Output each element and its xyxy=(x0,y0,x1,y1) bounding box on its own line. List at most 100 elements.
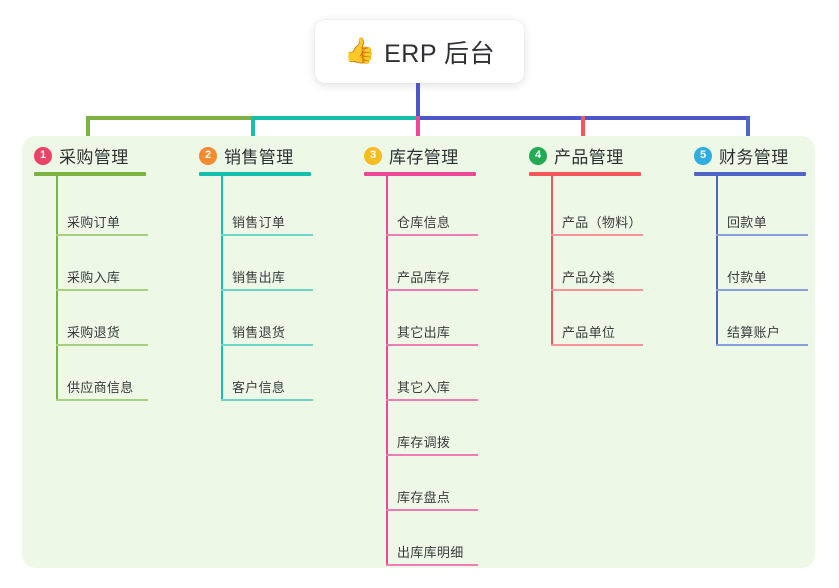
leaf-item[interactable]: 采购入库 xyxy=(56,261,148,291)
leaf-item[interactable]: 供应商信息 xyxy=(56,371,148,401)
leaf-item-rule xyxy=(56,289,148,291)
branch-title-3: 库存管理 xyxy=(389,148,459,167)
leaf-item[interactable]: 产品单位 xyxy=(551,316,643,346)
connector-segment-1 xyxy=(88,116,253,120)
branch-rule-2 xyxy=(199,172,311,176)
leaf-item-label: 供应商信息 xyxy=(67,380,134,395)
leaf-item-label: 采购退货 xyxy=(67,325,121,340)
connector-drop-4 xyxy=(581,116,585,142)
leaf-item-rule xyxy=(716,289,808,291)
leaf-item-label: 出库库明细 xyxy=(397,545,464,560)
leaf-item[interactable]: 销售出库 xyxy=(221,261,313,291)
leaf-item-rule xyxy=(386,564,478,566)
branch-column-3[interactable]: 3 库存管理仓库信息产品库存其它出库其它入库库存调拨库存盘点出库库明细 xyxy=(364,136,514,568)
leaf-item-label: 其它出库 xyxy=(397,325,451,340)
leaf-item-label: 仓库信息 xyxy=(397,215,451,230)
branch-spine-5 xyxy=(716,172,718,346)
leaf-item-rule xyxy=(386,344,478,346)
branch-rule-5 xyxy=(694,172,806,176)
leaf-item-label: 产品（物料） xyxy=(562,215,642,230)
leaf-item[interactable]: 其它出库 xyxy=(386,316,478,346)
leaf-item[interactable]: 结算账户 xyxy=(716,316,808,346)
leaf-item-rule xyxy=(386,399,478,401)
branch-header-2[interactable]: 2 销售管理 xyxy=(199,143,294,168)
branch-title-2: 销售管理 xyxy=(224,148,294,167)
leaf-item-label: 库存调拨 xyxy=(397,435,451,450)
branch-rule-3 xyxy=(364,172,476,176)
leaf-item-label: 回款单 xyxy=(727,215,767,230)
connector-drop-5 xyxy=(746,116,750,142)
leaf-item[interactable]: 采购订单 xyxy=(56,206,148,236)
leaf-item-rule xyxy=(386,234,478,236)
leaf-item[interactable]: 回款单 xyxy=(716,206,808,236)
leaf-item-label: 产品分类 xyxy=(562,270,616,285)
leaf-item-label: 销售出库 xyxy=(232,270,286,285)
leaf-item-label: 库存盘点 xyxy=(397,490,451,505)
branch-header-4[interactable]: 4 产品管理 xyxy=(529,143,624,168)
leaf-item-label: 销售订单 xyxy=(232,215,286,230)
connector-drop-1 xyxy=(86,116,90,142)
leaf-item-label: 结算账户 xyxy=(727,325,781,340)
leaf-item-label: 付款单 xyxy=(727,270,767,285)
leaf-item[interactable]: 库存调拨 xyxy=(386,426,478,456)
leaf-item[interactable]: 出库库明细 xyxy=(386,536,478,566)
connector-segment-2 xyxy=(253,116,418,120)
leaf-item-rule xyxy=(716,344,808,346)
leaf-item[interactable]: 仓库信息 xyxy=(386,206,478,236)
leaf-item[interactable]: 付款单 xyxy=(716,261,808,291)
leaf-item-rule xyxy=(56,234,148,236)
leaf-item[interactable]: 销售订单 xyxy=(221,206,313,236)
leaf-item-label: 采购入库 xyxy=(67,270,121,285)
leaf-item-label: 其它入库 xyxy=(397,380,451,395)
branch-spine-1 xyxy=(56,172,58,401)
branch-badge-1: 1 xyxy=(34,146,52,165)
leaf-item-label: 销售退货 xyxy=(232,325,286,340)
branch-badge-4: 4 xyxy=(529,146,547,165)
leaf-item-label: 产品单位 xyxy=(562,325,616,340)
leaf-item[interactable]: 客户信息 xyxy=(221,371,313,401)
leaf-item[interactable]: 采购退货 xyxy=(56,316,148,346)
leaf-item-label: 产品库存 xyxy=(397,270,451,285)
branch-title-5: 财务管理 xyxy=(719,148,789,167)
branch-header-5[interactable]: 5 财务管理 xyxy=(694,143,789,168)
connector-drop-3 xyxy=(416,116,420,142)
leaf-item-rule xyxy=(386,454,478,456)
leaf-item-label: 采购订单 xyxy=(67,215,121,230)
branch-spine-2 xyxy=(221,172,223,401)
leaf-item-rule xyxy=(56,399,148,401)
branch-title-4: 产品管理 xyxy=(554,148,624,167)
leaf-item-rule xyxy=(221,289,313,291)
branch-column-4[interactable]: 4 产品管理产品（物料） 产品分类产品单位 xyxy=(529,136,679,568)
branch-badge-5: 5 xyxy=(694,146,712,165)
leaf-item-rule xyxy=(716,234,808,236)
leaf-item-rule xyxy=(551,344,643,346)
branch-rule-1 xyxy=(34,172,146,176)
leaf-item-label: 客户信息 xyxy=(232,380,286,395)
connector-root-stem xyxy=(416,83,420,120)
leaf-item-rule xyxy=(551,289,643,291)
leaf-item-rule xyxy=(221,234,313,236)
leaf-item[interactable]: 库存盘点 xyxy=(386,481,478,511)
root-node-label: ERP 后台 xyxy=(384,39,496,68)
branch-badge-2: 2 xyxy=(199,146,217,165)
branch-column-2[interactable]: 2 销售管理销售订单销售出库销售退货客户信息 xyxy=(199,136,349,568)
leaf-item[interactable]: 产品分类 xyxy=(551,261,643,291)
root-node[interactable]: 👍 ERP 后台 xyxy=(315,20,524,83)
leaf-item[interactable]: 产品库存 xyxy=(386,261,478,291)
connector-drop-2 xyxy=(251,116,255,142)
branch-spine-4 xyxy=(551,172,553,346)
branch-header-3[interactable]: 3 库存管理 xyxy=(364,143,459,168)
leaf-item-rule xyxy=(386,289,478,291)
leaf-item-rule xyxy=(551,234,643,236)
leaf-item[interactable]: 其它入库 xyxy=(386,371,478,401)
branch-badge-3: 3 xyxy=(364,146,382,165)
leaf-item-rule xyxy=(221,399,313,401)
branch-spine-3 xyxy=(386,172,388,566)
leaf-item[interactable]: 销售退货 xyxy=(221,316,313,346)
branch-column-5[interactable]: 5 财务管理回款单付款单结算账户 xyxy=(694,136,839,568)
leaf-item[interactable]: 产品（物料） xyxy=(551,206,643,236)
